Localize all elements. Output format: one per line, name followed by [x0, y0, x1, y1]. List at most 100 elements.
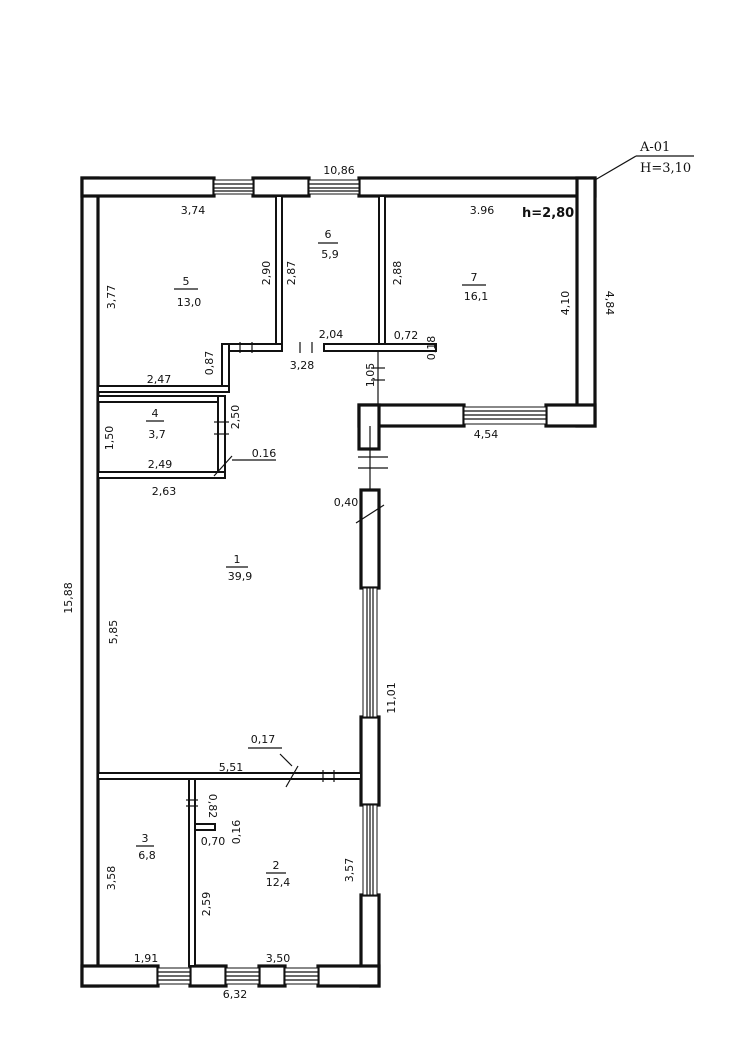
- wall-top-c: [357, 176, 597, 198]
- svg-text:2: 2: [273, 859, 280, 872]
- dim-r1-door2: 0,17: [251, 733, 276, 746]
- wall-top-b: [251, 176, 311, 198]
- svg-text:16,1: 16,1: [464, 290, 489, 303]
- dimensions: 10,86 3,74 3.96 2,04 0,72 3,28 2,47 4,54…: [62, 164, 616, 1001]
- partitions: [97, 195, 437, 967]
- svg-text:12,4: 12,4: [266, 876, 291, 889]
- dim-right-mid: 11,01: [385, 682, 398, 714]
- title-block: A-01 H=3,10 h=2,80: [522, 140, 694, 221]
- window-top-2: [308, 179, 360, 195]
- dim-r2-left: 2,59: [200, 892, 213, 917]
- dim-r4-bottom: 2,49: [148, 458, 173, 471]
- window-bottom-2: [225, 967, 260, 985]
- wall-bottom-c: [257, 964, 287, 988]
- partition-r6-left: [275, 195, 283, 345]
- room-label-6: 6 5,9: [318, 228, 339, 261]
- dim-r7-bottom: 4,54: [474, 428, 499, 441]
- dim-r7-notch: 0,72: [394, 329, 419, 342]
- dim-bottom-total: 6,32: [223, 988, 248, 1001]
- svg-text:4: 4: [152, 407, 159, 420]
- ceiling-note: h=2,80: [522, 206, 574, 221]
- dim-r3-bottom: 1,91: [134, 952, 159, 965]
- dim-r6-bottom: 2,04: [319, 328, 344, 341]
- partition-r6-bottom: [323, 343, 437, 352]
- room-label-4: 4 3,7: [146, 407, 166, 441]
- partition-r5-notch: [221, 343, 230, 390]
- wall-right-upper: [575, 176, 597, 428]
- dim-left-total: 15,88: [62, 582, 75, 614]
- dim-top-total: 10,86: [323, 164, 355, 177]
- dim-r2-right: 3,57: [343, 858, 356, 883]
- svg-text:3: 3: [142, 832, 149, 845]
- dim-r7-top: 3.96: [470, 204, 495, 217]
- dim-r4-right: 2,50: [229, 405, 242, 430]
- dim-r5-top: 3,74: [181, 204, 206, 217]
- partition-r4-top: [97, 395, 223, 403]
- exterior-walls: [80, 176, 597, 988]
- svg-text:5,9: 5,9: [321, 248, 339, 261]
- dim-r5-left: 3,77: [105, 285, 118, 310]
- dim-r5-notch: 0,87: [203, 351, 216, 376]
- dim-r7-right: 4,10: [559, 291, 572, 316]
- wall-right-mid-a: [357, 403, 381, 451]
- dim-r1-under4: 2,63: [152, 485, 177, 498]
- dim-r7-notch-v: 0,18: [425, 336, 438, 361]
- door-r1-right: [355, 504, 385, 524]
- window-bottom-3: [284, 967, 319, 985]
- window-r7-bottom: [463, 406, 547, 425]
- dim-right-upper: 4,84: [603, 291, 616, 316]
- svg-text:7: 7: [471, 271, 478, 284]
- dim-r7-stub: 1,05: [364, 363, 377, 388]
- dim-r6-left: 2,87: [285, 261, 298, 286]
- dim-r6-wall: 3,28: [290, 359, 315, 372]
- wall-bottom-b: [188, 964, 228, 988]
- dim-r1-left: 5,85: [107, 620, 120, 645]
- svg-text:3,7: 3,7: [148, 428, 166, 441]
- partition-r5-bottom: [97, 385, 230, 393]
- wall-right-mid-c: [359, 715, 381, 807]
- dim-r6-right: 2,88: [391, 261, 404, 286]
- wall-bottom-d: [316, 964, 381, 988]
- dim-r2-bottom: 3,50: [266, 952, 291, 965]
- room-label-7: 7 16,1: [462, 271, 488, 303]
- dim-r4-left: 1,50: [103, 426, 116, 451]
- dim-r4-door: 0.16: [252, 447, 277, 460]
- partition-r2-notch: [194, 823, 216, 831]
- wall-r7-bottom-b: [544, 403, 597, 428]
- wall-bottom-a: [80, 964, 160, 988]
- svg-text:13,0: 13,0: [177, 296, 202, 309]
- room-label-2: 2 12,4: [266, 859, 291, 889]
- dim-r1-door: 0,40: [334, 496, 359, 509]
- room-labels: 1 39,9 2 12,4 3 6,8 4 3,7 5 13,0 6 5,9: [136, 228, 488, 889]
- dim-r1-bottom: 5,51: [219, 761, 244, 774]
- partition-r1-bottom: [97, 772, 362, 780]
- dim-r2-notch-t: 0,16: [230, 820, 243, 845]
- dim-r5-right-a: 2,90: [260, 261, 273, 286]
- wall-right-mid-b: [359, 488, 381, 590]
- partition-r4-bottom: [97, 471, 226, 479]
- svg-text:6,8: 6,8: [138, 849, 156, 862]
- room-label-5: 5 13,0: [174, 275, 201, 309]
- wall-left: [80, 176, 100, 988]
- window-right-1: [362, 587, 378, 718]
- svg-text:1: 1: [234, 553, 241, 566]
- svg-text:39,9: 39,9: [228, 570, 253, 583]
- room-label-3: 3 6,8: [136, 832, 156, 862]
- dim-r2-notch-h: 0,70: [201, 835, 226, 848]
- door-r1-bottom: [285, 765, 299, 788]
- svg-text:5: 5: [183, 275, 190, 288]
- window-right-2: [362, 804, 378, 896]
- wall-top-a: [80, 176, 216, 198]
- partition-r6-right: [378, 195, 386, 345]
- dim-r2-notch-v: 0,82: [206, 794, 219, 819]
- windows: [157, 179, 547, 985]
- title-code: A-01: [639, 140, 670, 155]
- dim-r3-left: 3,58: [105, 866, 118, 891]
- window-bottom-1: [157, 967, 191, 985]
- partition-r2-r3: [188, 778, 196, 967]
- window-top-1: [213, 179, 254, 195]
- room-label-1: 1 39,9: [226, 553, 252, 583]
- door-r4: [213, 455, 233, 477]
- svg-text:6: 6: [325, 228, 332, 241]
